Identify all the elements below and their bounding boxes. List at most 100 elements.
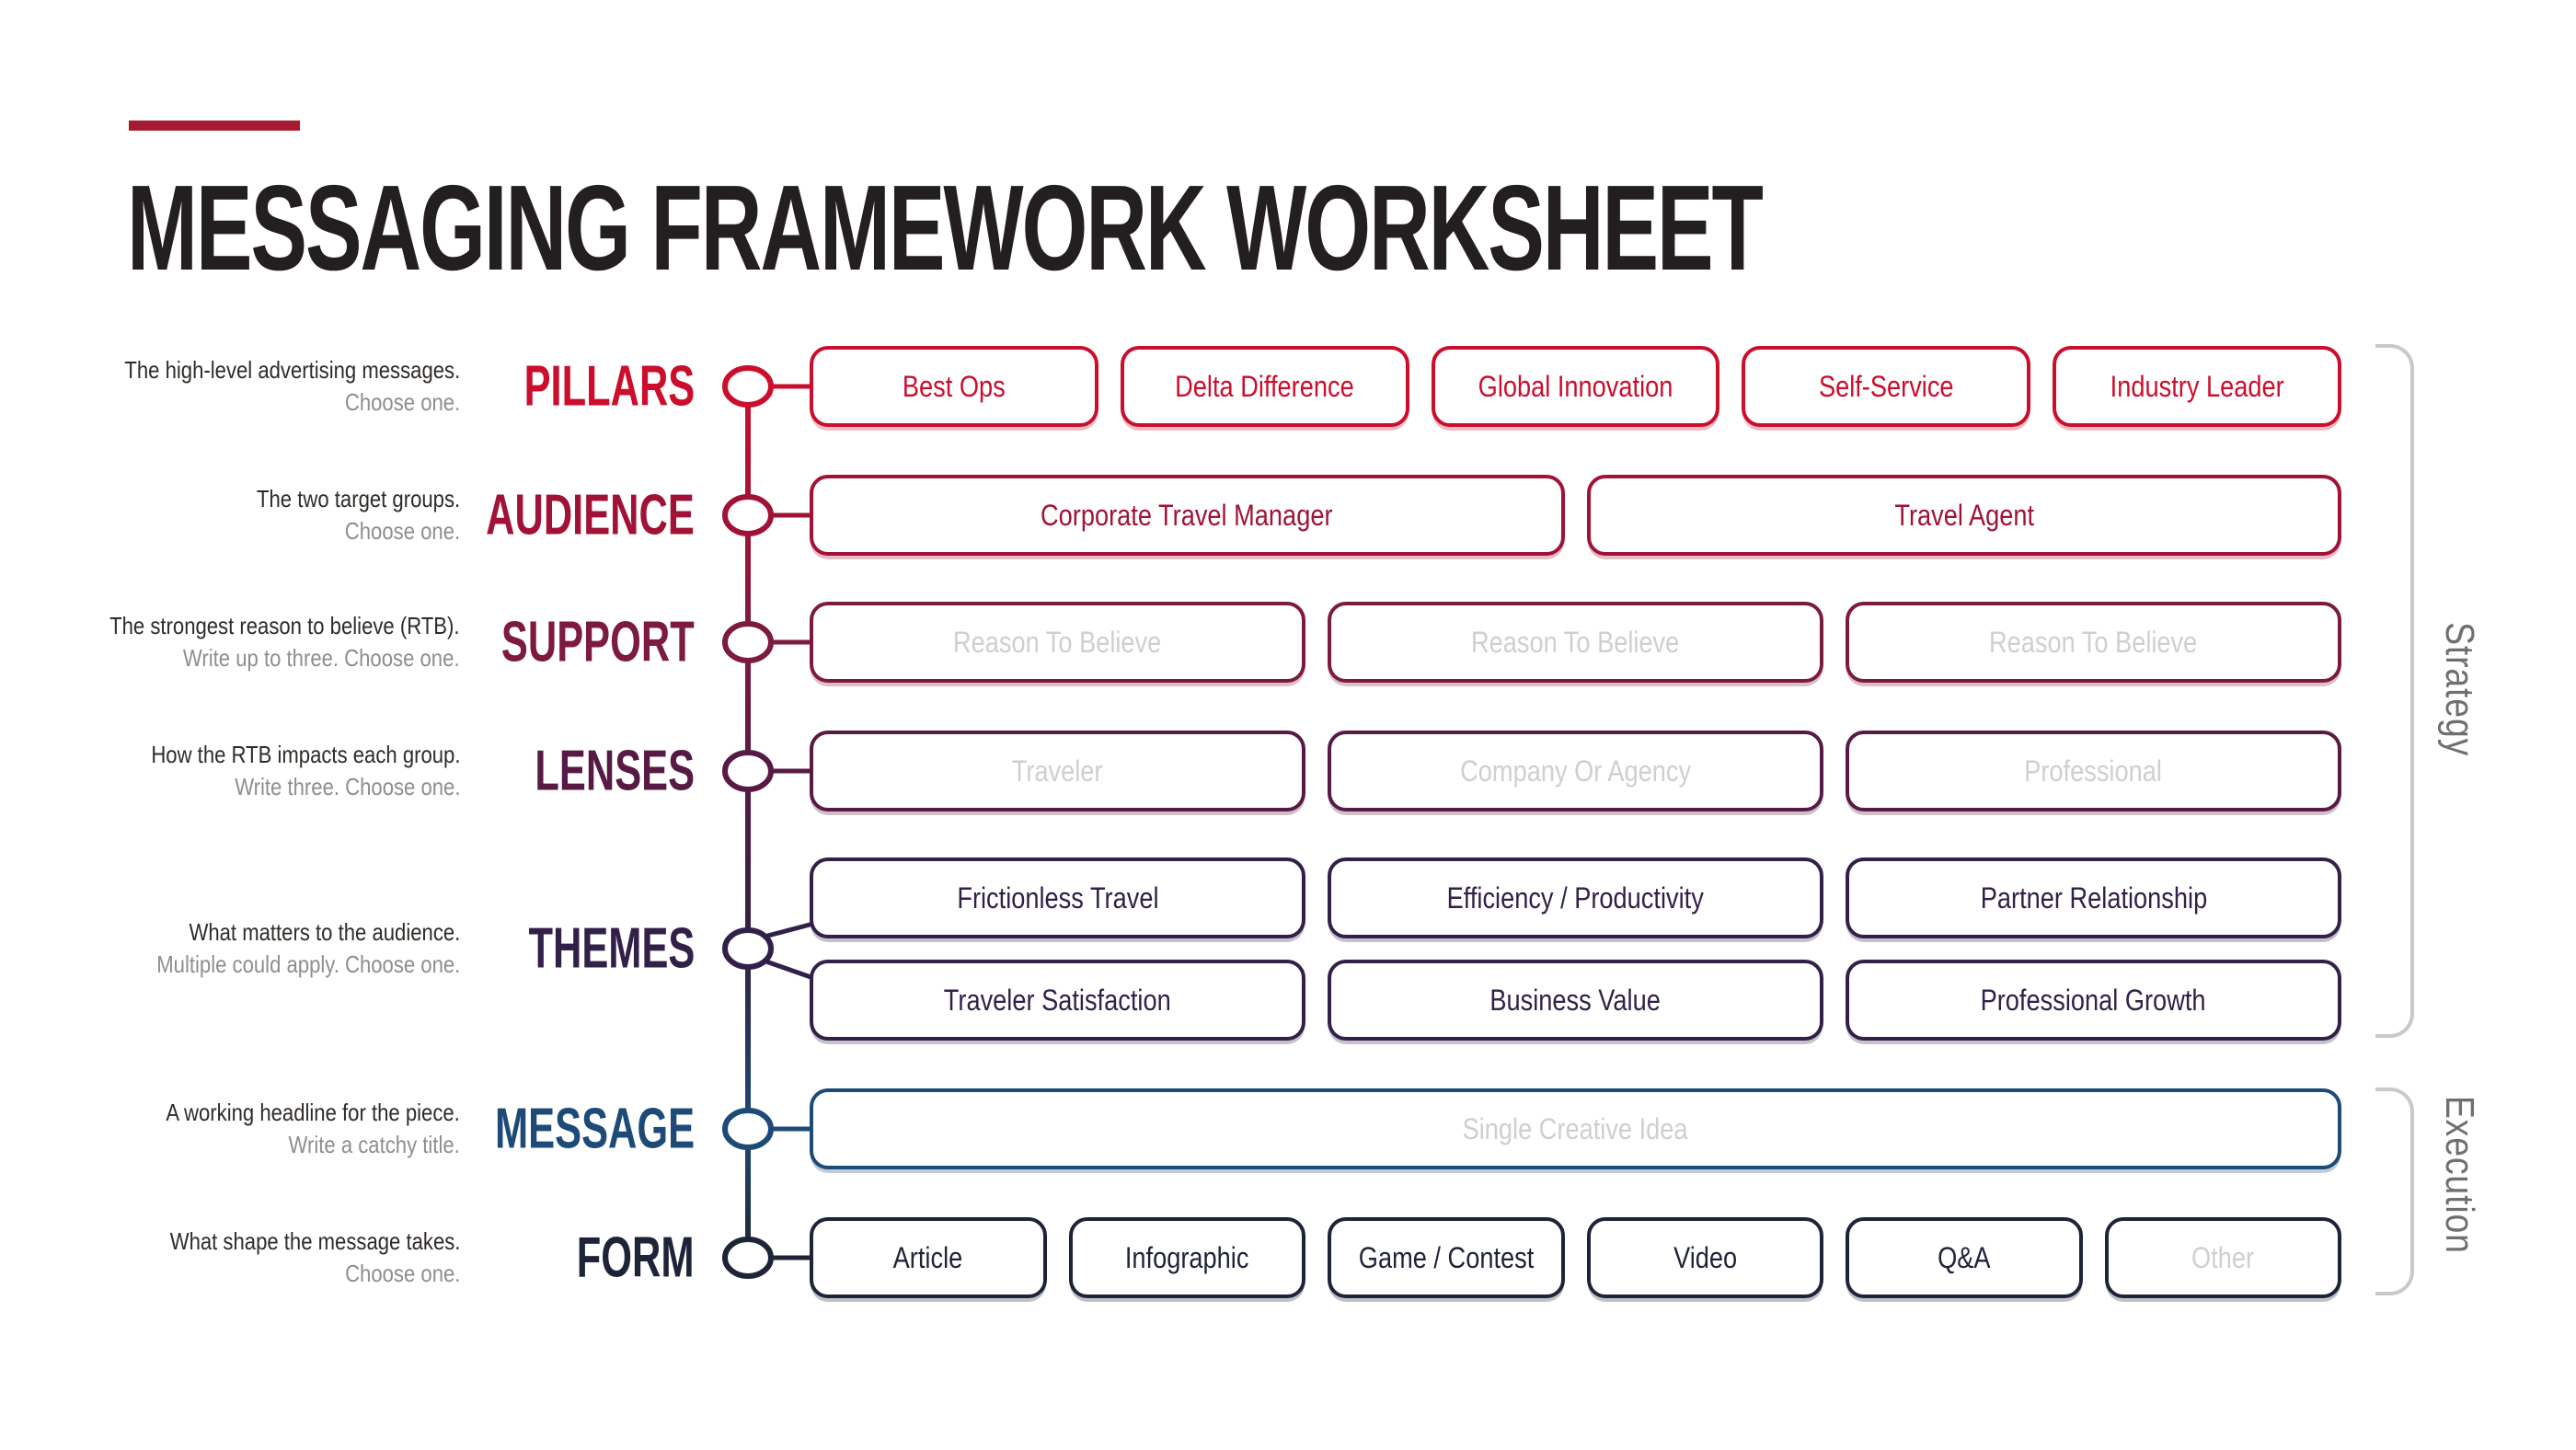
- option-placeholder-text: Single Creative Idea: [1463, 1111, 1688, 1145]
- description-sub: Choose one.: [344, 517, 460, 545]
- option-text: Game / Contest: [1358, 1240, 1534, 1274]
- option-text: Frictionless Travel: [956, 880, 1159, 915]
- row-label-text: LENSES: [535, 739, 695, 803]
- box-row-support: Reason To Believe Reason To Believe Reason…: [810, 602, 2341, 683]
- option-box-form[interactable]: Q&A: [1846, 1217, 2083, 1298]
- execution-label-text: Execution: [2437, 1095, 2482, 1254]
- description-main: How the RTB impacts each group.: [150, 741, 460, 768]
- row-label-audience: AUDIENCE: [397, 483, 695, 548]
- option-placeholder-text: Company Or Agency: [1460, 754, 1691, 788]
- description-sub: Write three. Choose one.: [234, 773, 460, 800]
- option-text: Traveler Satisfaction: [944, 983, 1171, 1017]
- option-text: Best Ops: [902, 369, 1006, 403]
- option-box-pillars[interactable]: Best Ops: [810, 346, 1098, 427]
- description-main: A working headline for the piece.: [166, 1099, 460, 1126]
- option-box-form[interactable]: Article: [810, 1217, 1047, 1298]
- option-text: Q&A: [1938, 1240, 1991, 1274]
- box-row-message: Single Creative Idea: [810, 1088, 2341, 1169]
- row-label-themes: THEMES: [457, 916, 695, 982]
- box-row-themes-2: Traveler Satisfaction Business Value Profe…: [810, 960, 2341, 1041]
- option-box-form[interactable]: Game / Contest: [1328, 1217, 1565, 1298]
- option-box-lenses[interactable]: Company Or Agency: [1328, 731, 1823, 811]
- option-box-form[interactable]: Other: [2104, 1217, 2341, 1298]
- option-box-form[interactable]: Infographic: [1068, 1217, 1305, 1298]
- option-box-pillars[interactable]: Delta Difference: [1120, 346, 1409, 427]
- option-box-themes[interactable]: Frictionless Travel: [810, 857, 1305, 938]
- option-box-pillars[interactable]: Self-Service: [1742, 346, 2031, 427]
- option-box-support[interactable]: Reason To Believe: [1328, 602, 1823, 683]
- execution-bracket: [2375, 1088, 2414, 1295]
- option-box-support[interactable]: Reason To Believe: [810, 602, 1305, 683]
- option-text: Partner Relationship: [1980, 880, 2207, 915]
- description-sub: Write a catchy title.: [288, 1131, 460, 1158]
- box-row-audience: Corporate Travel Manager Travel Agent: [810, 475, 2341, 556]
- row-label-text: FORM: [577, 1226, 695, 1290]
- row-description-lenses: How the RTB impacts each group. Write thr…: [97, 739, 460, 803]
- description-sub: Choose one.: [344, 388, 460, 416]
- description-main: What shape the message takes.: [169, 1227, 460, 1255]
- row-label-pillars: PILLARS: [451, 354, 695, 420]
- accent-dash: [129, 121, 300, 131]
- row-description-pillars: The high-level advertising messages. Choo…: [65, 354, 460, 419]
- option-text: Professional Growth: [1981, 983, 2206, 1017]
- option-box-audience[interactable]: Travel Agent: [1586, 475, 2341, 556]
- box-row-pillars: Best Ops Delta Difference Global Innovatio…: [810, 346, 2341, 427]
- option-placeholder-text: Professional: [2024, 754, 2163, 788]
- box-row-themes-1: Frictionless Travel Efficiency / Producti…: [810, 857, 2341, 938]
- option-box-support[interactable]: Reason To Believe: [1846, 602, 2341, 683]
- option-placeholder-text: Other: [2191, 1240, 2255, 1274]
- option-placeholder-text: Reason To Believe: [1989, 625, 2198, 659]
- row-label-text: SUPPORT: [501, 610, 695, 674]
- row-description-form: What shape the message takes. Choose one.: [119, 1226, 460, 1290]
- option-box-pillars[interactable]: Global Innovation: [1431, 346, 1720, 427]
- description-sub: Multiple could apply. Choose one.: [155, 950, 460, 978]
- option-text: Article: [892, 1240, 963, 1274]
- option-box-themes[interactable]: Traveler Satisfaction: [810, 960, 1305, 1041]
- row-label-form: FORM: [526, 1226, 695, 1291]
- option-text: Industry Leader: [2110, 369, 2284, 403]
- description-main: The high-level advertising messages.: [124, 356, 460, 384]
- option-box-pillars[interactable]: Industry Leader: [2053, 346, 2341, 427]
- option-box-themes[interactable]: Efficiency / Productivity: [1328, 857, 1823, 938]
- option-placeholder-text: Reason To Believe: [1471, 625, 1680, 659]
- row-label-text: THEMES: [528, 916, 695, 981]
- row-description-message: A working headline for the piece. Write a…: [114, 1097, 460, 1161]
- execution-bracket-label: Execution: [2436, 1096, 2482, 1282]
- node-circle-message: [722, 1108, 774, 1150]
- option-box-themes[interactable]: Business Value: [1328, 960, 1823, 1041]
- option-box-message[interactable]: Single Creative Idea: [810, 1088, 2341, 1169]
- row-label-message: MESSAGE: [409, 1097, 695, 1162]
- description-sub: Choose one.: [344, 1260, 460, 1287]
- node-circle-audience: [722, 494, 774, 536]
- option-placeholder-text: Reason To Believe: [953, 625, 1162, 659]
- option-box-themes[interactable]: Partner Relationship: [1846, 857, 2341, 938]
- option-text: Global Innovation: [1478, 369, 1673, 403]
- description-main: The strongest reason to believe (RTB).: [109, 612, 460, 639]
- strategy-bracket: [2375, 344, 2414, 1038]
- box-row-lenses: Traveler Company Or Agency Professional: [810, 731, 2341, 811]
- option-text: Travel Agent: [1893, 498, 2034, 532]
- option-text: Self-Service: [1818, 369, 1954, 403]
- node-circle-lenses: [722, 750, 774, 792]
- node-circle-themes: [722, 927, 774, 970]
- row-description-support: The strongest reason to believe (RTB). Wr…: [48, 610, 460, 674]
- option-box-lenses[interactable]: Professional: [1846, 731, 2341, 811]
- option-box-lenses[interactable]: Traveler: [810, 731, 1305, 811]
- row-label-text: PILLARS: [523, 354, 695, 419]
- node-circle-support: [722, 621, 774, 663]
- option-text: Business Value: [1489, 983, 1662, 1017]
- option-box-audience[interactable]: Corporate Travel Manager: [810, 475, 1565, 556]
- option-text: Efficiency / Productivity: [1446, 880, 1705, 915]
- row-label-lenses: LENSES: [466, 739, 695, 804]
- strategy-label-text: Strategy: [2437, 622, 2482, 757]
- row-description-audience: The two target groups.Choose one.: [221, 483, 460, 547]
- option-text: Video: [1673, 1240, 1737, 1274]
- option-box-themes[interactable]: Professional Growth: [1846, 960, 2341, 1041]
- page-title: MESSAGING FRAMEWORK WORKSHEET: [127, 160, 1764, 295]
- option-box-form[interactable]: Video: [1586, 1217, 1823, 1298]
- node-circle-pillars: [722, 365, 774, 408]
- strategy-bracket-label: Strategy: [2436, 622, 2482, 780]
- description-sub: Write up to three. Choose one.: [183, 644, 460, 672]
- box-row-form: Article Infographic Game / Contest Video Q&A…: [810, 1217, 2341, 1298]
